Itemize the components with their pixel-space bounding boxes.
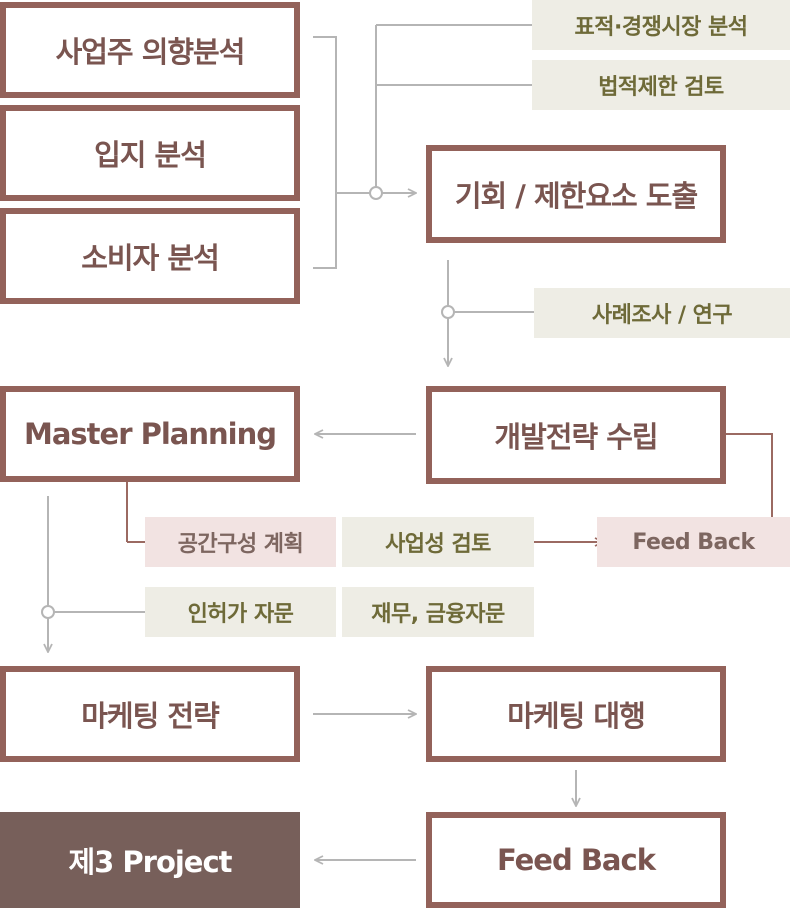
dev-strategy-box: 개발전략 수립	[426, 386, 726, 484]
marketing-agency-box: 마케팅 대행	[426, 666, 726, 762]
case-study-tag: 사례조사 / 연구	[534, 288, 790, 338]
marketing-strategy-box: 마케팅 전략	[0, 666, 300, 762]
master-to-marketing-line	[41, 496, 147, 652]
master-planning-box: Master Planning	[0, 386, 300, 482]
project3-box: 제3 Project	[0, 812, 300, 908]
feedback-bottom-box: Feed Back	[426, 812, 726, 908]
target-market-tag: 표적·경쟁시장 분석	[532, 0, 790, 50]
consumer-analysis-box: 소비자 분석	[0, 208, 300, 304]
site-analysis-box: 입지 분석	[0, 105, 300, 201]
owner-intent-box: 사업주 의향분석	[0, 2, 300, 98]
permit-advisory-tag: 인허가 자문	[145, 587, 336, 637]
business-review-tag: 사업성 검토	[342, 517, 534, 567]
legal-review-tag: 법적제한 검토	[532, 60, 790, 110]
space-plan-tag: 공간구성 계획	[145, 517, 336, 567]
analysis-bracket	[313, 24, 532, 269]
finance-advisory-tag: 재무, 금융자문	[342, 587, 534, 637]
opportunity-to-strategy-line	[441, 260, 534, 366]
opportunity-box: 기회 / 제한요소 도출	[426, 145, 726, 243]
feedback-mid-tag: Feed Back	[597, 517, 790, 567]
